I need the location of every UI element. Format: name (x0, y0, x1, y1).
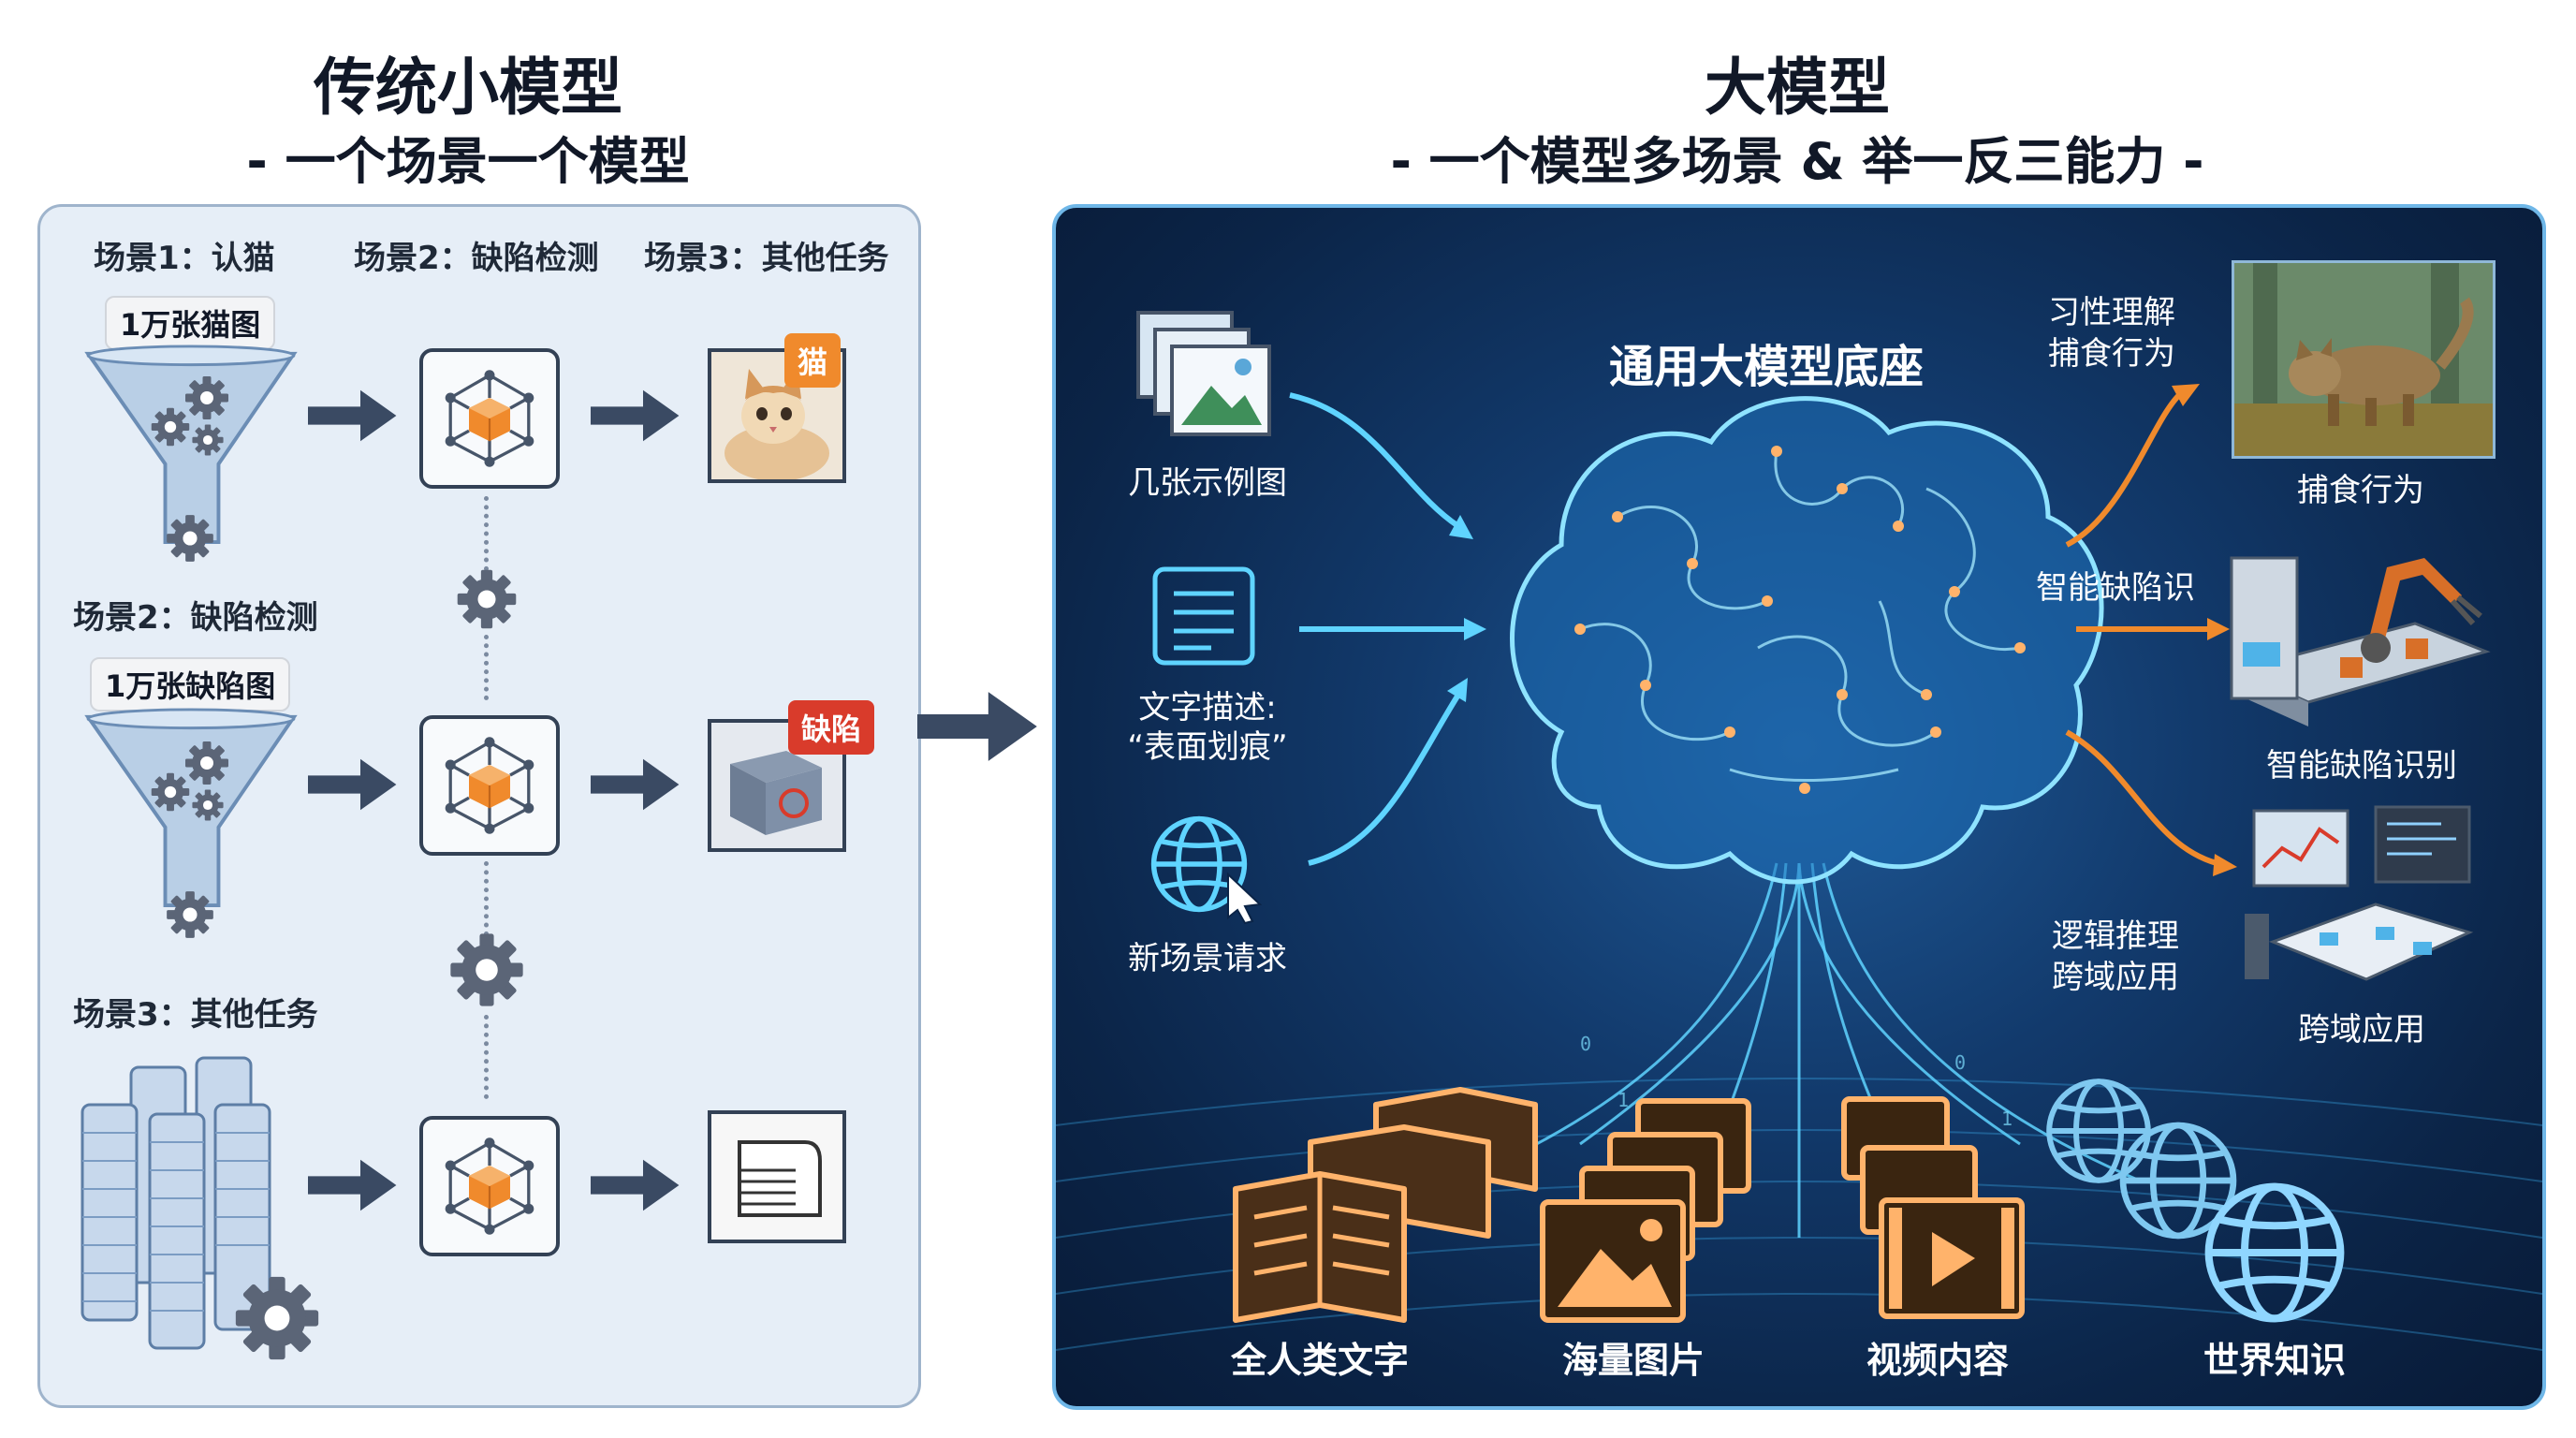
neural-network-icon (438, 1135, 541, 1238)
model-box-1 (419, 348, 560, 489)
header-scene2: 场景2：缺陷检测 (354, 240, 599, 277)
gear-icon (191, 788, 225, 822)
dotted-connector (484, 635, 489, 700)
right-title: 大模型 (1705, 51, 1890, 124)
base-images-label: 海量图片 (1561, 1340, 1705, 1381)
book-icon (1233, 1087, 1538, 1323)
arrow-icon (584, 386, 687, 446)
globe-icon (2200, 1178, 2349, 1328)
gear-icon (191, 423, 225, 457)
out1-side-line1: 习性理解 (2048, 294, 2175, 331)
scene3-label: 场景3：其他任务 (73, 996, 318, 1034)
out3-side-line1: 逻辑推理 (2052, 917, 2179, 955)
out1-side-line2: 捕食行为 (2048, 335, 2175, 373)
left-title: 传统小模型 (314, 51, 622, 124)
globe-cursor-icon (1148, 813, 1263, 925)
out2-caption: 智能缺陷识别 (2266, 747, 2457, 785)
model-box-2 (419, 715, 560, 856)
base-world-label: 世界知识 (2203, 1340, 2346, 1381)
arrow-icon (584, 755, 687, 814)
input-new-request-label: 新场景请求 (1128, 940, 1287, 977)
database-stack-icon (80, 1056, 271, 1350)
document-icon (1152, 566, 1255, 666)
defect-tag: 缺陷 (788, 700, 875, 755)
cat-data-chip: 1万张猫图 (105, 296, 276, 350)
out3-side-line2: 跨域应用 (2052, 959, 2179, 996)
gear-icon (455, 567, 519, 631)
svg-text:0: 0 (1954, 1051, 1966, 1074)
brain-illustration (1510, 396, 2104, 885)
defect-data-chip: 1万张缺陷图 (90, 657, 291, 712)
robot-arm-icon (2230, 556, 2491, 726)
svg-text:1: 1 (2001, 1108, 2012, 1130)
cross-domain-icon (2245, 805, 2474, 981)
svg-text:1: 1 (1617, 1089, 1629, 1111)
arrow-icon (584, 1155, 687, 1215)
neural-network-icon (438, 734, 541, 837)
base-text-label: 全人类文字 (1230, 1340, 1409, 1381)
cat-tag: 猫 (784, 333, 842, 388)
hunting-cat-photo (2232, 260, 2496, 459)
scene2-label: 场景2：缺陷检测 (73, 599, 318, 637)
out3-caption: 跨域应用 (2298, 1011, 2425, 1049)
gear-icon (447, 931, 526, 1009)
arrow-icon (301, 755, 404, 814)
gear-icon (165, 513, 215, 564)
dotted-connector (484, 861, 489, 936)
svg-text:0: 0 (1580, 1033, 1591, 1055)
base-video-label: 视频内容 (1866, 1340, 2009, 1381)
gear-icon (150, 771, 191, 813)
gear-icon (165, 889, 215, 940)
header-scene1: 场景1：认猫 (94, 240, 275, 277)
arrow-icon (301, 386, 404, 446)
picture-icon (1540, 1098, 1751, 1323)
left-subtitle: - 一个场景一个模型 (246, 132, 690, 191)
model-box-3 (419, 1116, 560, 1256)
input-examples-label: 几张示例图 (1128, 464, 1287, 502)
input-text-line2: “表面划痕” (1127, 728, 1288, 766)
foundation-title: 通用大模型底座 (1608, 341, 1924, 393)
other-task-photo (708, 1110, 846, 1243)
input-text-line1: 文字描述: (1138, 689, 1277, 726)
dotted-connector (484, 1015, 489, 1099)
out1-caption: 捕食行为 (2297, 472, 2424, 509)
header-scene3: 场景3：其他任务 (644, 240, 889, 277)
transition-arrow-icon (917, 682, 1039, 771)
gear-icon (232, 1273, 322, 1363)
arrow-icon (301, 1155, 404, 1215)
right-subtitle: - 一个模型多场景 & 举一反三能力 - (1390, 132, 2204, 191)
dotted-connector (484, 496, 489, 571)
film-icon (1841, 1096, 2025, 1319)
gear-icon (150, 406, 191, 448)
images-icon (1136, 311, 1271, 436)
cat-photo (708, 348, 846, 483)
out2-side: 智能缺陷识 (2036, 569, 2195, 607)
neural-network-icon (438, 367, 541, 470)
